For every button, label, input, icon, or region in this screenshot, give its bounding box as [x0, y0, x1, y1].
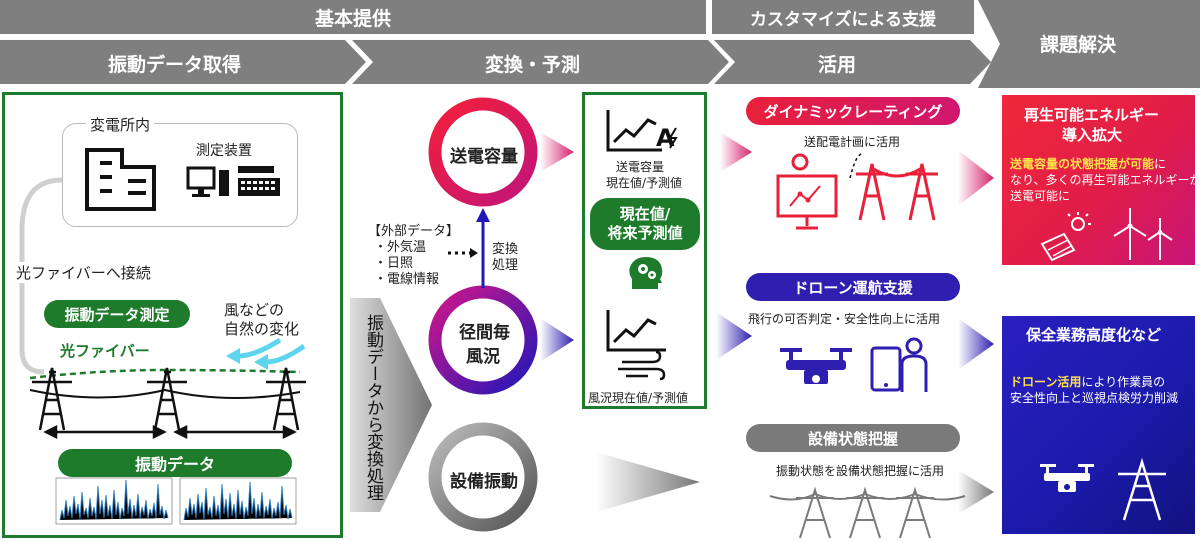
external-item-sun: ・日照 [374, 256, 414, 271]
vibration-spectrum-chart [55, 477, 297, 525]
drone-caption: 飛行の可否判定・安全性向上に活用 [748, 312, 941, 326]
convert-vertical-text: 振動データから変換処理 [363, 314, 383, 501]
pylon-row-illustration [769, 486, 966, 539]
vibration-data-label: 振動データ [134, 455, 215, 474]
step-acquire: 振動データ取得 [108, 54, 242, 76]
external-item-line: ・電線情報 [374, 272, 440, 287]
step-convert: 変換・予測 [485, 54, 581, 76]
renewable-title-line1: 再生可能エネルギー [1024, 106, 1160, 124]
step-use: 活用 [818, 54, 857, 76]
maintenance-body-line1: ドローン活用により作業員の [1010, 373, 1165, 390]
pylon-icon [849, 153, 938, 221]
capacity-caption-line1: 送電容量 [616, 160, 665, 174]
drone-icon [1040, 464, 1094, 492]
renewable-body-line3: 送電可能に [1010, 189, 1071, 203]
ring-wind-line1: 径間毎 [459, 323, 510, 343]
equipment-caption: 振動状態を設備状態把握に活用 [776, 464, 945, 478]
maintenance-body-line2: 安全性向上と巡視点検労力削減 [1010, 391, 1179, 405]
current-future-line1: 現在値/ [619, 205, 671, 224]
renewable-body-line2: なり、多くの再生可能エネルギーが [1010, 173, 1200, 187]
renewable-box [1002, 95, 1195, 265]
drone-icon [780, 348, 852, 384]
natural-change-line1: 風などの [224, 301, 285, 319]
renewable-body-rest1: に [1154, 157, 1167, 171]
pylon-icon [1118, 457, 1166, 521]
predict-panel [582, 92, 707, 409]
maintenance-body-em: ドローン活用 [1010, 375, 1082, 389]
header-problem-solving: 課題解決 [1040, 34, 1117, 56]
convert-process-line2: 処理 [492, 258, 519, 273]
tablet-person-icon [870, 337, 928, 392]
maintenance-body-rest1: により作業員の [1081, 375, 1166, 389]
equipment-state-pill: 設備状態把握 [746, 424, 960, 452]
external-item-temp: ・外気温 [374, 240, 427, 255]
solar-panel-icon [1040, 212, 1091, 262]
vibration-data-pill: 振動データ [58, 449, 292, 477]
convert-process-line1: 変換 [492, 242, 519, 257]
renewable-title-line2: 導入拡大 [1062, 126, 1123, 144]
vibration-measure-pill: 振動データ測定 [44, 300, 190, 328]
fiber-connect-label: 光ファイバーへ接続 [14, 262, 153, 283]
renewable-body-line1: 送電容量の状態把握が可能に [1010, 155, 1166, 172]
substation-label: 変電所内 [86, 114, 155, 135]
svg-text:A: A [656, 124, 675, 152]
current-future-pill: 現在値/ 将来予測値 [590, 198, 700, 250]
dynamic-caption: 送配電計画に活用 [804, 135, 901, 149]
chart-wind-icon [606, 310, 666, 381]
natural-change-line2: 自然の変化 [224, 320, 300, 338]
brain-gear-icon [629, 257, 663, 289]
header-custom-support: カスタマイズによる支援 [712, 0, 974, 34]
monitor-chart-icon [776, 153, 838, 230]
convert-vertical-label: 振動データから変換処理 [358, 314, 383, 501]
device-label: 測定装置 [196, 143, 252, 159]
equipment-state-label: 設備状態把握 [807, 429, 898, 448]
chart-a-icon: A [606, 110, 678, 152]
header-basic-provision-label: 基本提供 [314, 7, 391, 30]
wind-caption: 風況現在値/予測値 [588, 391, 689, 405]
maintenance-box [1002, 316, 1195, 534]
computer-icon [186, 166, 229, 197]
pylon-icon [32, 367, 306, 431]
maintenance-title: 保全業務高度化など [1026, 326, 1162, 344]
external-data-title: 【外部データ】 [368, 224, 460, 239]
ring-capacity-label: 送電容量 [450, 147, 518, 167]
ring-wind-line2: 風況 [466, 347, 500, 367]
building-icon [85, 148, 156, 211]
ring-equipment-label: 設備振動 [450, 472, 518, 492]
fiber-connection-line [19, 177, 63, 375]
header-custom-support-label: カスタマイズによる支援 [750, 9, 936, 30]
pylon-line-illustration [29, 367, 306, 440]
wind-turbine-icon [1113, 208, 1173, 260]
current-future-line2: 将来予測値 [607, 224, 683, 242]
header-basic-provision: 基本提供 [0, 0, 706, 34]
dynamic-rating-pill: ダイナミックレーティング [746, 97, 960, 125]
drone-support-pill: ドローン運航支援 [746, 273, 960, 301]
renewable-body-em: 送電容量の状態把握が可能 [1010, 157, 1155, 171]
drone-support-label: ドローン運航支援 [793, 278, 913, 297]
acquire-panel [2, 92, 343, 538]
optical-fiber-label: 光ファイバー [60, 342, 150, 360]
capacity-caption-line2: 現在値/予測値 [606, 176, 683, 190]
keyboard-icon [238, 166, 280, 196]
dynamic-rating-label: ダイナミックレーティング [763, 102, 943, 121]
vibration-measure-label: 振動データ測定 [64, 305, 170, 324]
wind-arrow-icon [226, 337, 306, 370]
